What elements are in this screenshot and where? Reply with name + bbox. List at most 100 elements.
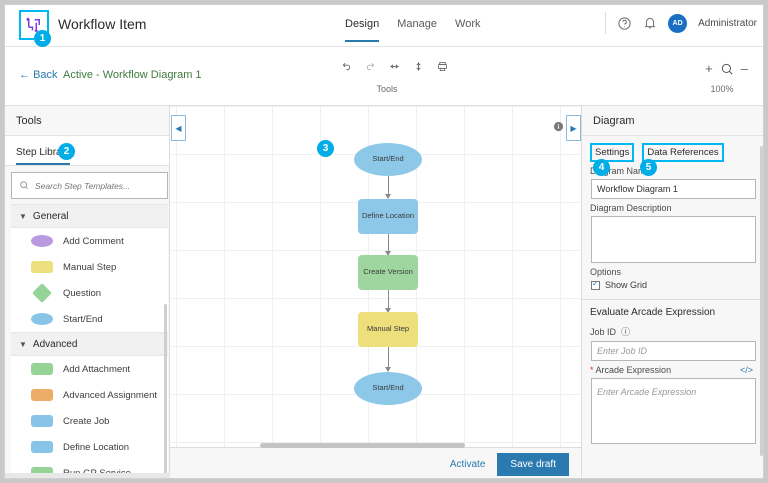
activate-button[interactable]: Activate — [449, 458, 486, 470]
step-label: Manual Step — [63, 261, 117, 273]
step-shape-diamond-green — [32, 283, 52, 303]
page-title: Workflow Item — [58, 16, 147, 32]
nav-tab-design[interactable]: Design — [345, 18, 380, 42]
diagram-description-label: Diagram Description — [590, 203, 672, 213]
arcade-expression-textarea[interactable]: Enter Arcade Expression — [591, 378, 756, 444]
required-marker: * — [590, 365, 594, 375]
canvas-toolbar — [341, 61, 448, 72]
canvas-horizontal-scrollbar[interactable] — [260, 443, 465, 448]
step-shape-rect-green — [31, 467, 53, 478]
step-label: Add Attachment — [63, 363, 131, 375]
diagram-properties-panel: Diagram Settings Data References Diagram… — [581, 106, 763, 478]
sidebar-footer-strip — [5, 473, 170, 478]
info-circle-icon[interactable] — [553, 119, 564, 137]
diagram-description-textarea[interactable] — [591, 216, 756, 263]
chevron-left-icon: ◀ — [175, 123, 182, 133]
checkbox-checked-icon — [591, 279, 600, 290]
back-arrow-icon: ← — [19, 69, 34, 81]
step-item-run-gp-service[interactable]: Run GP Service — [11, 460, 168, 479]
properties-tab-row: Settings Data References — [582, 136, 763, 162]
zoom-in-button[interactable]: + — [705, 61, 713, 76]
collapse-left-panel-button[interactable]: ◀ — [171, 115, 186, 141]
connector-arrow — [385, 347, 391, 372]
step-item-add-attachment[interactable]: Add Attachment — [11, 356, 168, 382]
arcade-label-group: * Arcade Expression — [590, 365, 671, 375]
step-item-start-end[interactable]: Start/End — [11, 306, 168, 332]
step-shape-ellipse-purple — [31, 235, 53, 247]
header-actions: AD Administrator — [605, 12, 757, 34]
align-horizontal-icon[interactable] — [389, 61, 400, 72]
job-id-placeholder: Enter Job ID — [597, 346, 648, 356]
right-panel-scrollbar[interactable] — [760, 146, 763, 456]
step-label: Add Comment — [63, 235, 124, 247]
step-item-add-comment[interactable]: Add Comment — [11, 228, 168, 254]
node-label: Define Location — [361, 211, 415, 221]
step-item-question[interactable]: Question — [11, 280, 168, 306]
connector-arrow — [385, 176, 391, 199]
info-icon[interactable]: ⓘ — [618, 327, 631, 337]
help-circle-icon[interactable] — [617, 16, 632, 31]
user-name-label[interactable]: Administrator — [698, 17, 757, 29]
arcade-section-title: Evaluate Arcade Expression — [590, 307, 716, 318]
sidebar-tab-row: Step Library — [5, 136, 169, 166]
arcade-expression-label: Arcade Expression — [595, 365, 672, 375]
tab-data-references[interactable]: Data References — [642, 143, 724, 162]
tab-step-library[interactable]: Step Library — [16, 147, 70, 165]
top-header-bar: Workflow Item Design Manage Work — [5, 5, 763, 47]
tools-label: Tools — [376, 84, 398, 94]
group-header-general[interactable]: ▼ General — [11, 204, 168, 228]
step-list-scrollbar[interactable] — [164, 304, 167, 478]
group-header-advanced[interactable]: ▼ Advanced — [11, 332, 168, 356]
magnifier-icon[interactable] — [720, 62, 734, 76]
search-input[interactable] — [35, 180, 155, 191]
redo-icon[interactable] — [365, 61, 376, 72]
step-label: Define Location — [63, 441, 130, 453]
chevron-right-icon: ▶ — [570, 123, 577, 133]
nav-tab-manage[interactable]: Manage — [397, 18, 438, 30]
show-grid-checkbox[interactable]: Show Grid — [591, 279, 763, 290]
align-vertical-icon[interactable] — [413, 61, 424, 72]
node-label: Start/End — [372, 154, 404, 164]
diagram-node-start-end-bottom[interactable]: Start/End — [354, 372, 422, 405]
diagram-node-manual-step[interactable]: Manual Step — [358, 312, 418, 347]
avatar[interactable]: AD — [668, 13, 688, 33]
collapse-right-panel-button[interactable]: ▶ — [566, 115, 581, 141]
callout-badge-1: 1 — [34, 30, 51, 47]
step-item-create-job[interactable]: Create Job — [11, 408, 168, 434]
job-id-input[interactable]: Enter Job ID — [591, 341, 756, 361]
application-window: Workflow Item Design Manage Work — [4, 4, 764, 479]
diagram-canvas[interactable]: Start/End Define Location Create Version… — [170, 106, 581, 447]
step-template-list[interactable]: ▼ General Add Comment Manual Step Questi… — [11, 204, 168, 479]
zoom-out-button[interactable]: – — [740, 61, 748, 76]
print-icon[interactable] — [437, 61, 448, 72]
save-draft-button[interactable]: Save draft — [497, 452, 569, 476]
step-item-define-location[interactable]: Define Location — [11, 434, 168, 460]
nav-tab-work[interactable]: Work — [455, 18, 481, 30]
step-item-manual-step[interactable]: Manual Step — [11, 254, 168, 280]
logo-glyph — [21, 12, 47, 38]
job-id-label-row: Job ID ⓘ — [590, 325, 763, 338]
tab-settings[interactable]: Settings — [590, 143, 635, 162]
diagram-name-label: Diagram Name — [590, 166, 651, 176]
back-button[interactable]: ← Back — [19, 69, 58, 81]
step-label: Run GP Service — [63, 468, 131, 479]
step-label: Start/End — [63, 313, 103, 325]
arcade-expression-section: Evaluate Arcade Expression Job ID ⓘ Ente… — [582, 299, 763, 444]
notification-bell-icon[interactable] — [643, 16, 657, 30]
diagram-name-input[interactable]: Workflow Diagram 1 — [591, 179, 756, 199]
diagram-node-define-location[interactable]: Define Location — [358, 199, 418, 234]
step-label: Question — [63, 287, 102, 299]
step-shape-rect-green — [31, 363, 53, 375]
arcade-label-row: * Arcade Expression </> — [590, 365, 763, 375]
options-label: Options — [590, 267, 622, 277]
node-label: Manual Step — [366, 324, 410, 334]
chevron-down-icon: ▼ — [19, 339, 27, 349]
search-step-templates-box[interactable] — [11, 172, 168, 199]
step-item-advanced-assignment[interactable]: Advanced Assignment — [11, 382, 168, 408]
diagram-node-start-end-top[interactable]: Start/End — [354, 143, 422, 176]
diagram-node-create-version[interactable]: Create Version — [358, 255, 418, 290]
undo-icon[interactable] — [341, 61, 352, 72]
group-label: Advanced — [32, 338, 78, 350]
code-brackets-icon[interactable]: </> — [739, 365, 753, 375]
step-shape-ellipse-blue — [31, 313, 53, 325]
